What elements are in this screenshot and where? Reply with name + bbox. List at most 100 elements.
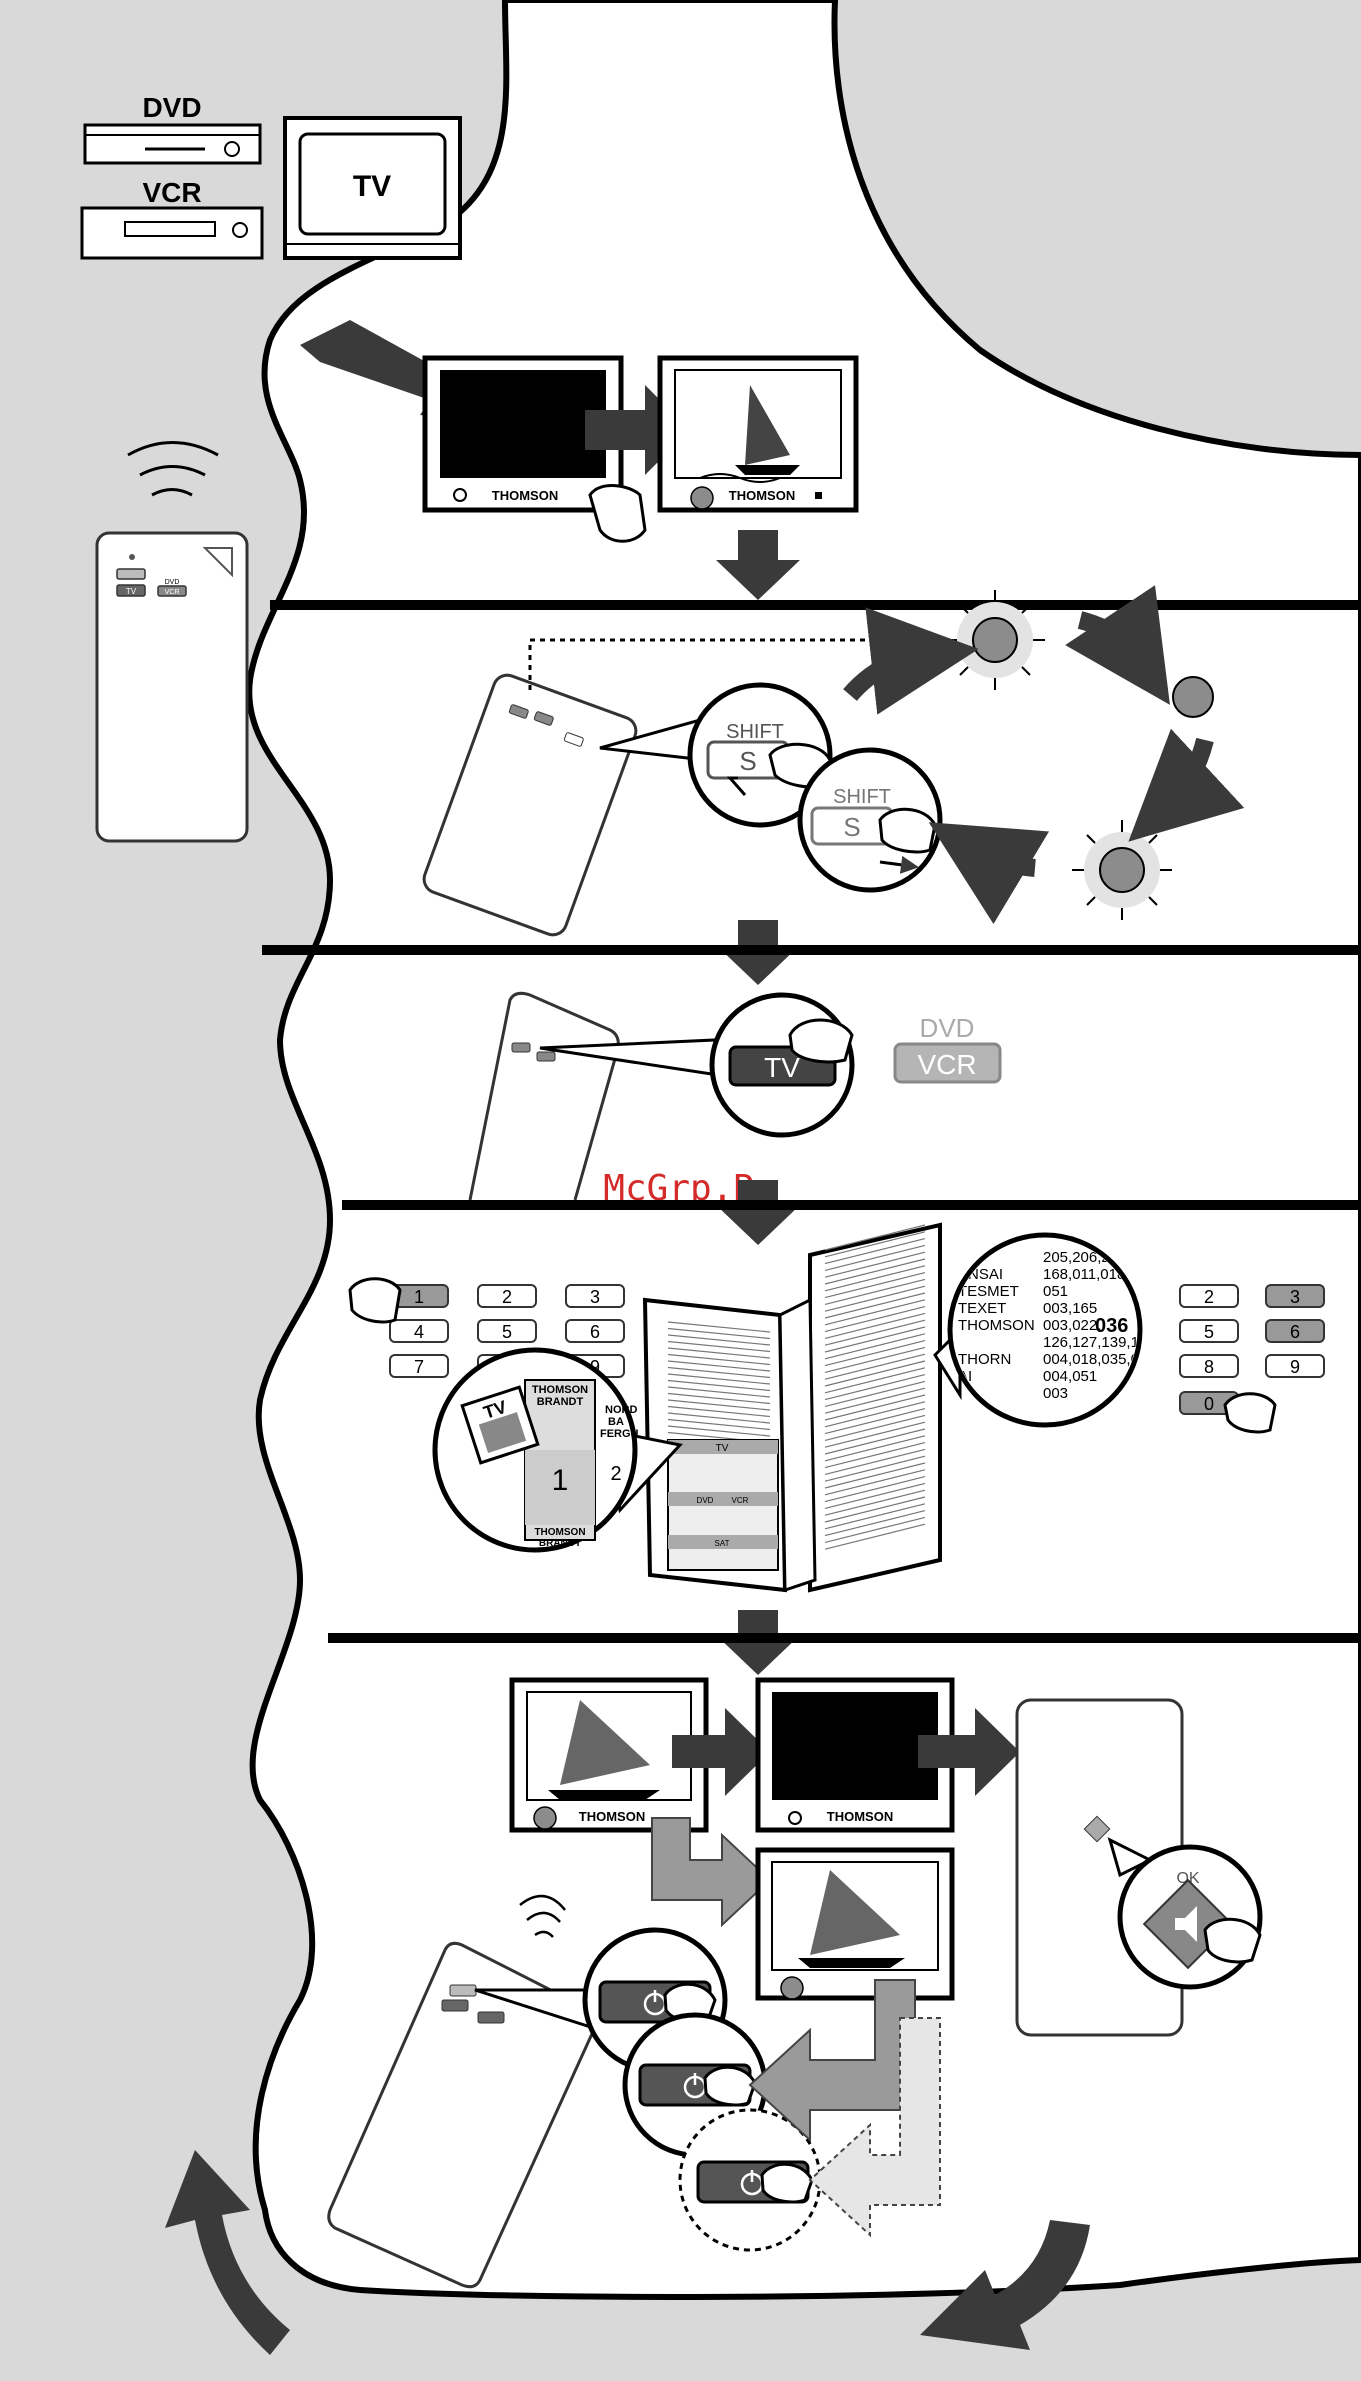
- book-text-line: [824, 1435, 926, 1462]
- arrow-right-icon: [918, 1708, 1020, 1796]
- keypad-key-5[interactable]: 5: [1179, 1319, 1239, 1343]
- remote-tv-key-small[interactable]: [511, 1042, 531, 1053]
- tv-set-icon: [283, 116, 462, 260]
- keypad-key-label: 0: [1204, 1394, 1214, 1414]
- book-text-line: [824, 1306, 926, 1333]
- code-values: 003: [1043, 1385, 1068, 1402]
- remote-power-button[interactable]: [116, 568, 146, 580]
- remote-tv-key-small[interactable]: [441, 1999, 469, 2012]
- book-text-line: [824, 1265, 926, 1292]
- keypad-key-3[interactable]: 3: [1265, 1284, 1325, 1308]
- cursor-arrow-icon: [726, 776, 747, 796]
- book-text-line: [824, 1238, 926, 1265]
- remote-tv-key-small[interactable]: [508, 704, 529, 719]
- code-values: 003,022,: [1043, 1317, 1101, 1334]
- cycle-arrow-icon: [1128, 728, 1245, 842]
- curved-arrow-icon: [920, 2220, 1090, 2350]
- codebook-tv-section: TV: [716, 1443, 729, 1454]
- keypad-key-7[interactable]: 7: [389, 1354, 449, 1378]
- book-text-line: [824, 1482, 926, 1509]
- book-text-line: [824, 1333, 926, 1360]
- book-text-line: [824, 1251, 926, 1278]
- remote-tv-button[interactable]: [116, 584, 146, 597]
- mute-icon: [1175, 1906, 1197, 1942]
- led-flash-icon: [780, 1976, 804, 2000]
- codebook-brand-cut-1: NORD: [605, 1404, 637, 1416]
- keypad-key-6[interactable]: 6: [565, 1319, 625, 1343]
- keypad-key-label: 2: [502, 1287, 512, 1307]
- book-text-line: [667, 1366, 771, 1379]
- codebook-digit-1: 1: [552, 1464, 569, 1497]
- remote-power-key-small[interactable]: [449, 1984, 477, 1997]
- keypad-key-8[interactable]: 8: [1179, 1354, 1239, 1378]
- book-text-line: [824, 1326, 926, 1353]
- codebook-brand-cut-2: BA: [608, 1416, 624, 1428]
- signal-waves-icon: [519, 1895, 566, 1938]
- vcr-key[interactable]: [893, 1042, 1002, 1084]
- keypad-key-label: 3: [1290, 1287, 1300, 1307]
- book-text-line: [824, 1272, 926, 1299]
- codebook-vcr-section: VCR: [732, 1496, 749, 1505]
- codebook-dvd-section: DVD: [697, 1496, 714, 1505]
- book-text-line: [667, 1386, 771, 1398]
- brand-label-3: THOMSON: [579, 1809, 645, 1824]
- keypad-key-9[interactable]: 9: [1265, 1354, 1325, 1378]
- down-arrow-icon: [716, 1180, 800, 1245]
- remote-vcr-key-small[interactable]: [477, 2011, 505, 2024]
- cycle-arrow-icon: [843, 607, 979, 715]
- book-text-line: [667, 1347, 771, 1359]
- keypad-key-label: 2: [1204, 1287, 1214, 1307]
- keypad-key-2[interactable]: 2: [1179, 1284, 1239, 1308]
- keypad-key-5[interactable]: 5: [477, 1319, 537, 1343]
- remote-shift-key-small[interactable]: [563, 732, 584, 747]
- dotted-pointer: [528, 638, 945, 690]
- led-flash-icon: [690, 486, 714, 510]
- book-text-line: [667, 1327, 771, 1340]
- keypad-key-label: 5: [502, 1322, 512, 1342]
- book-text-line: [824, 1346, 926, 1373]
- book-text-line: [824, 1462, 926, 1489]
- codebook-sat-section: SAT: [715, 1539, 730, 1548]
- remote-tv-label: TV: [126, 587, 137, 596]
- sailboat-icon: [699, 385, 800, 483]
- book-text-line: [667, 1340, 771, 1353]
- keypad-key-6[interactable]: 6: [1265, 1319, 1325, 1343]
- remote-vcr-key-small[interactable]: [536, 1051, 556, 1062]
- keypad-key-4[interactable]: 4: [389, 1319, 449, 1343]
- tv-screen-picture: [755, 1847, 955, 2001]
- code-brand: TEXET: [958, 1300, 1006, 1317]
- codebook-brand-head-2: BRANDT: [537, 1396, 584, 1408]
- brand-label-4: THOMSON: [827, 1809, 893, 1824]
- book-text-line: [824, 1360, 926, 1387]
- remote-vcr-key-small[interactable]: [533, 711, 554, 726]
- finger-press-icon: [760, 2162, 814, 2204]
- code-values: 126,127,139,1: [1043, 1334, 1139, 1351]
- book-text-line: [824, 1312, 926, 1339]
- keypad-key-2[interactable]: 2: [477, 1284, 537, 1308]
- remote-vcr-button[interactable]: [157, 585, 187, 597]
- book-text-line: [667, 1425, 771, 1437]
- vcr-icon: [80, 206, 264, 260]
- book-text-line: [667, 1399, 771, 1411]
- book-text-line: [667, 1321, 771, 1333]
- tv-label: TV: [353, 170, 391, 203]
- keypad-key-label: 5: [1204, 1322, 1214, 1342]
- dvd-label: DVD: [142, 92, 201, 123]
- dvd-key-label: DVD: [920, 1013, 975, 1043]
- book-text-line: [667, 1392, 771, 1405]
- book-text-line: [824, 1367, 926, 1394]
- remote-mute-key-small[interactable]: [1083, 1815, 1111, 1843]
- book-text-line: [824, 1421, 926, 1448]
- curved-arrow-icon: [165, 2150, 290, 2355]
- keypad-key-3[interactable]: 3: [565, 1284, 625, 1308]
- book-text-line: [824, 1442, 926, 1469]
- finger-press-icon: [703, 2065, 757, 2107]
- zoom-pointer: [1107, 1837, 1154, 1878]
- down-arrow-icon: [716, 530, 800, 600]
- book-text-line: [824, 1374, 926, 1401]
- book-text-line: [667, 1373, 771, 1385]
- sailboat-icon: [798, 1870, 905, 1968]
- led-flash-icon: [945, 590, 1045, 690]
- cycle-arrow-icon: [1065, 585, 1170, 705]
- book-text-line: [824, 1510, 926, 1537]
